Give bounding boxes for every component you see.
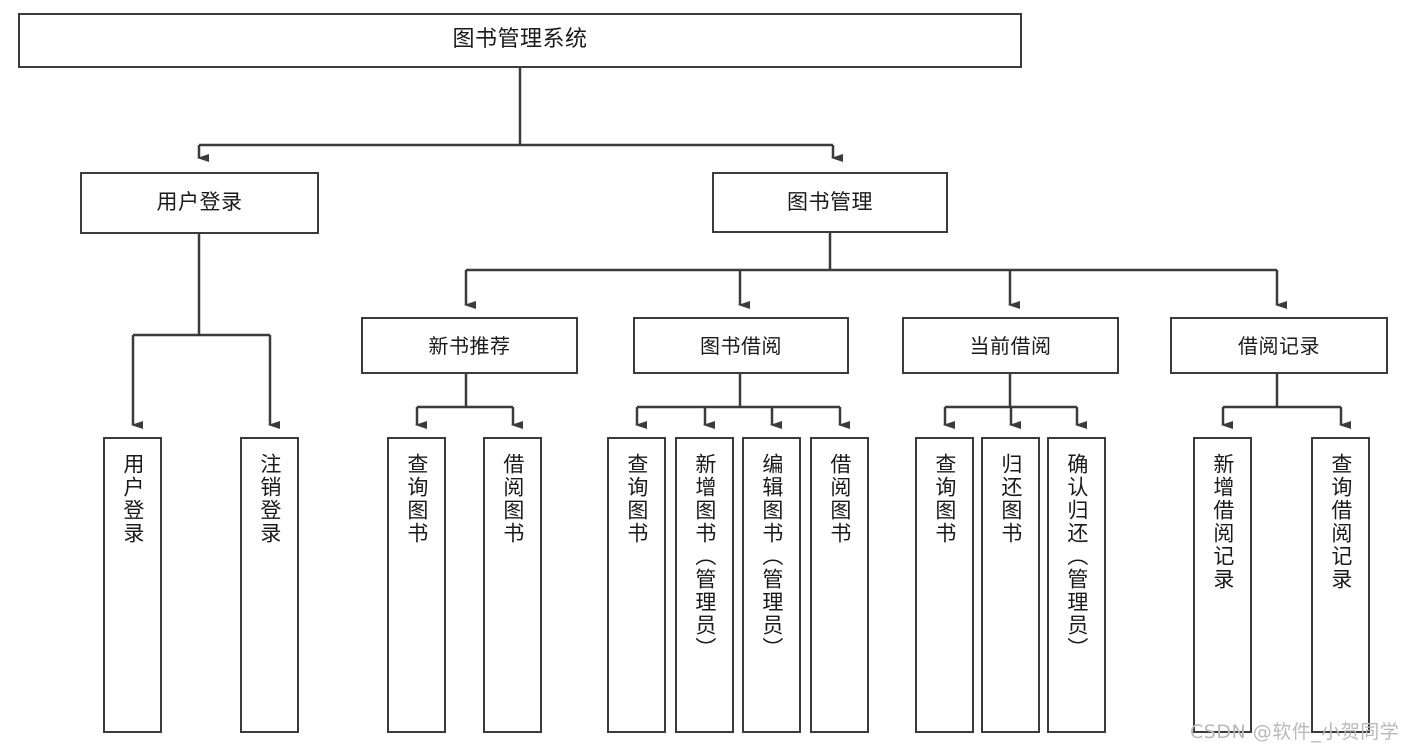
node-label: 图书管理系统 <box>452 27 588 53</box>
leaf-borrow-record-add[interactable]: 新增借阅记录 <box>1193 437 1252 733</box>
node-label: 编辑图书（管理员） <box>759 453 784 660</box>
node-label: 新增图书（管理员） <box>692 453 717 660</box>
node-label: 当前借阅 <box>969 333 1052 358</box>
node-label: 借阅记录 <box>1238 333 1320 358</box>
leaf-book-borrow-borrow[interactable]: 借阅图书 <box>810 437 869 733</box>
node-borrow-record[interactable]: 借阅记录 <box>1170 317 1388 374</box>
leaf-book-borrow-edit[interactable]: 编辑图书（管理员） <box>742 437 801 733</box>
node-label: 借阅图书 <box>500 453 525 545</box>
leaf-user-login-logout[interactable]: 注销登录 <box>240 437 299 733</box>
node-label: 查询图书 <box>624 453 649 545</box>
leaf-book-borrow-add[interactable]: 新增图书（管理员） <box>675 437 734 733</box>
leaf-new-book-query[interactable]: 查询图书 <box>387 437 446 733</box>
leaf-user-login-login[interactable]: 用户登录 <box>103 437 162 733</box>
node-label: 查询图书 <box>404 453 429 545</box>
node-label: 图书借阅 <box>700 333 782 358</box>
node-label: 查询借阅记录 <box>1328 453 1353 591</box>
node-label: 注销登录 <box>257 453 282 545</box>
node-label: 确认归还（管理员） <box>1064 453 1089 660</box>
leaf-book-borrow-query[interactable]: 查询图书 <box>607 437 666 733</box>
node-user-login[interactable]: 用户登录 <box>80 172 319 234</box>
node-root-system[interactable]: 图书管理系统 <box>18 13 1022 68</box>
node-label: 新书推荐 <box>428 333 511 358</box>
leaf-current-borrow-query[interactable]: 查询图书 <box>915 437 974 733</box>
node-label: 用户登录 <box>156 190 243 215</box>
leaf-new-book-borrow[interactable]: 借阅图书 <box>483 437 542 733</box>
node-label: 图书管理 <box>787 189 873 214</box>
node-current-borrow[interactable]: 当前借阅 <box>902 317 1119 374</box>
node-label: 借阅图书 <box>827 453 852 545</box>
leaf-borrow-record-query[interactable]: 查询借阅记录 <box>1311 437 1370 733</box>
leaf-current-borrow-return[interactable]: 归还图书 <box>981 437 1040 733</box>
node-book-management[interactable]: 图书管理 <box>712 172 948 233</box>
node-label: 归还图书 <box>998 453 1023 545</box>
node-new-book-recommend[interactable]: 新书推荐 <box>361 317 578 374</box>
leaf-current-borrow-confirm-return[interactable]: 确认归还（管理员） <box>1047 437 1106 733</box>
watermark: CSDN @软件_小贺同学 <box>1190 721 1400 743</box>
node-label: 新增借阅记录 <box>1210 453 1235 591</box>
node-label: 查询图书 <box>932 453 957 545</box>
node-book-borrow[interactable]: 图书借阅 <box>633 317 849 374</box>
node-label: 用户登录 <box>120 453 145 545</box>
